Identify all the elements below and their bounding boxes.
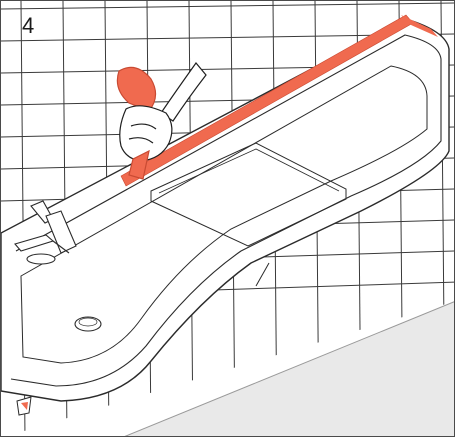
drain <box>75 317 101 331</box>
foot-bracket <box>17 397 31 415</box>
step-number: 4 <box>22 15 34 37</box>
